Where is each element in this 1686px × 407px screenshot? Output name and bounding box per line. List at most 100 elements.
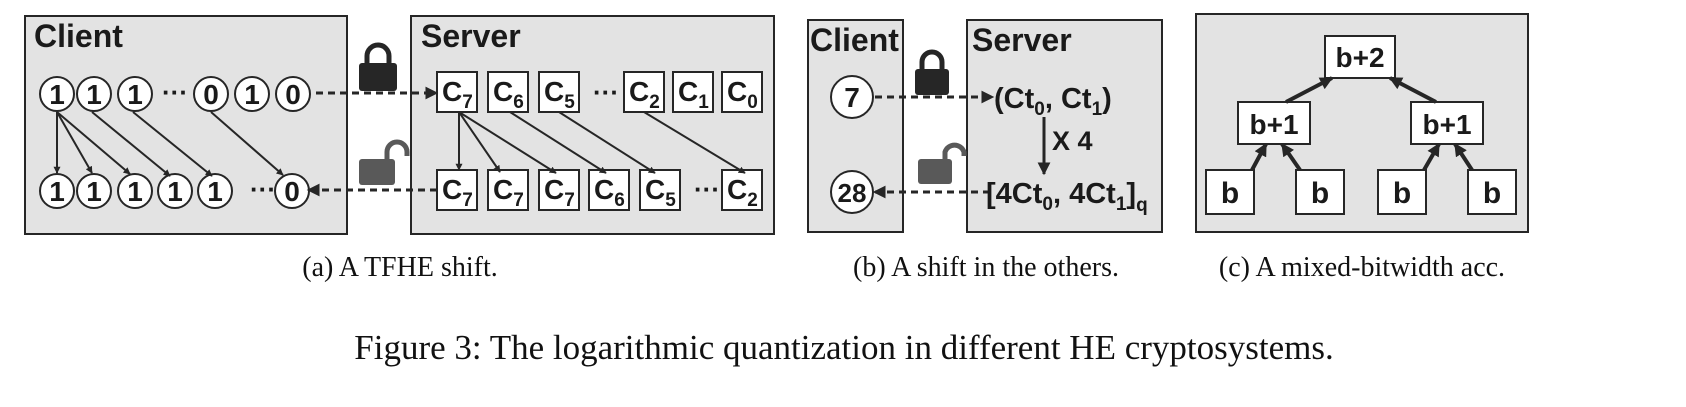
- client-shifted-bit: 1: [197, 173, 233, 209]
- tree-mid-left-label: b+1: [1249, 109, 1298, 140]
- scaled-ciphertext: [4Ct0, 4Ct1]q: [986, 178, 1148, 216]
- input-value-node: 7: [830, 75, 874, 119]
- client-bit-label: 1: [49, 79, 65, 110]
- client-bit: 0: [275, 76, 311, 112]
- panel-b-client-box: [807, 19, 904, 233]
- server-bottom-ciphertexts: C7 C7 C7 C6 C5 C2: [436, 169, 763, 211]
- client-bit-label: 1: [244, 79, 260, 110]
- server-shifted-ciphertext-label: C6: [594, 174, 625, 211]
- panel-c: b+2 b+1 b+1 b b b b (c) A mixed-bitwidth ac…: [1195, 13, 1529, 283]
- client-bit-label: 1: [127, 79, 143, 110]
- client-top-ellipsis: ···: [162, 77, 188, 107]
- client-shifted-bit: 0: [274, 173, 310, 209]
- server-shifted-ciphertext-label: C2: [727, 174, 758, 211]
- client-shifted-bit: 1: [76, 173, 112, 209]
- server-arrow: [509, 111, 607, 174]
- client-bit: 1: [117, 76, 153, 112]
- server-arrow: [458, 111, 557, 174]
- multiply-label: X 4: [1052, 126, 1093, 156]
- client-arrow: [56, 111, 93, 174]
- server-shifted-ciphertext: C5: [639, 169, 681, 211]
- server-arrow: [558, 111, 656, 174]
- client-shifted-bit-label: 1: [86, 176, 102, 207]
- client-bit-label: 1: [86, 79, 102, 110]
- panel-b-client-title: Client: [810, 22, 899, 58]
- server-top-ciphertexts: C7 C6 C5 C2 C1 C0: [436, 71, 763, 113]
- client-bit: 1: [39, 76, 75, 112]
- server-ciphertext-label: C7: [442, 76, 473, 113]
- tree-leaf-node: b: [1205, 169, 1255, 215]
- client-shifted-bit-label: 1: [49, 176, 65, 207]
- output-value: 28: [838, 178, 867, 208]
- tree-leaf-label: b: [1393, 177, 1411, 210]
- tree-edge: [1388, 76, 1437, 104]
- client-shifted-bit-label: 1: [167, 176, 183, 207]
- server-ciphertext-label: C5: [544, 76, 575, 113]
- panel-a-caption: (a) A TFHE shift.: [302, 252, 497, 283]
- server-shifted-ciphertext: C6: [588, 169, 630, 211]
- server-ciphertext-label: C1: [678, 76, 709, 113]
- tree-leaf-label: b: [1221, 177, 1239, 210]
- client-bit-label: 0: [285, 79, 301, 110]
- figure-caption: Figure 3: The logarithmic quantization i…: [354, 328, 1333, 367]
- client-arrow: [91, 111, 171, 177]
- panel-b-server-title: Server: [972, 22, 1072, 58]
- tree-root-label: b+2: [1335, 42, 1384, 73]
- client-bit: 1: [234, 76, 270, 112]
- unlock-icon: [918, 142, 967, 184]
- client-shifted-bit-label: 1: [127, 176, 143, 207]
- server-ciphertext: C1: [672, 71, 714, 113]
- tree-edge: [1280, 142, 1302, 172]
- tree-mid-right-label: b+1: [1422, 109, 1471, 140]
- server-ciphertext: C5: [538, 71, 580, 113]
- output-value-node: 28: [830, 170, 874, 214]
- client-bit: 0: [193, 76, 229, 112]
- tree-edge: [1453, 142, 1474, 172]
- tree-mid-left-node: b+1: [1237, 101, 1311, 145]
- server-bottom-ellipsis: ···: [694, 174, 720, 204]
- server-shift-arrows: [455, 111, 746, 174]
- panel-b-caption: (b) A shift in the others.: [853, 252, 1119, 283]
- ciphertext-pair: (Ct0, Ct1): [994, 83, 1112, 120]
- client-bit-label: 0: [203, 79, 219, 110]
- tree-edges: [1250, 76, 1474, 172]
- tree-leaf-label: b: [1483, 177, 1501, 210]
- panel-c-caption: (c) A mixed-bitwidth acc.: [1219, 252, 1505, 283]
- server-shifted-ciphertext: C7: [487, 169, 529, 211]
- server-ciphertext: C7: [436, 71, 478, 113]
- client-arrow: [132, 111, 213, 177]
- panel-a-server-title: Server: [421, 18, 521, 54]
- server-top-ellipsis: ···: [593, 77, 619, 107]
- client-shifted-bit-label: 0: [284, 176, 300, 207]
- server-shifted-ciphertext-label: C7: [442, 174, 473, 211]
- tree-edge: [1250, 142, 1268, 171]
- server-shifted-ciphertext-label: C5: [645, 174, 676, 211]
- server-shifted-ciphertext: C7: [538, 169, 580, 211]
- server-shifted-ciphertext: C2: [721, 169, 763, 211]
- client-shifted-bit: 1: [39, 173, 75, 209]
- server-ciphertext-label: C0: [727, 76, 758, 113]
- panel-b: Client Server 7 28 (Ct0, Ct1) X 4 [4Ct0,…: [807, 19, 1163, 283]
- server-shifted-ciphertext-label: C7: [493, 174, 524, 211]
- tree-leaf-node: b: [1295, 169, 1345, 215]
- server-ciphertext: C2: [623, 71, 665, 113]
- tree-leaf-label: b: [1311, 177, 1329, 210]
- client-arrow: [210, 111, 284, 176]
- input-value: 7: [844, 82, 860, 113]
- server-arrow: [458, 111, 501, 173]
- tree-root-node: b+2: [1324, 35, 1396, 79]
- panel-b-server-box: [966, 19, 1163, 233]
- server-ciphertext-label: C6: [493, 76, 524, 113]
- client-shifted-bit-label: 1: [207, 176, 223, 207]
- tree-leaf-node: b: [1377, 169, 1427, 215]
- client-shifted-bit: 1: [117, 173, 153, 209]
- client-bottom-ellipsis: ···: [250, 174, 276, 204]
- client-shift-arrows: [53, 111, 284, 177]
- server-arrow: [643, 111, 746, 174]
- server-ciphertext: C6: [487, 71, 529, 113]
- client-arrow: [56, 111, 131, 175]
